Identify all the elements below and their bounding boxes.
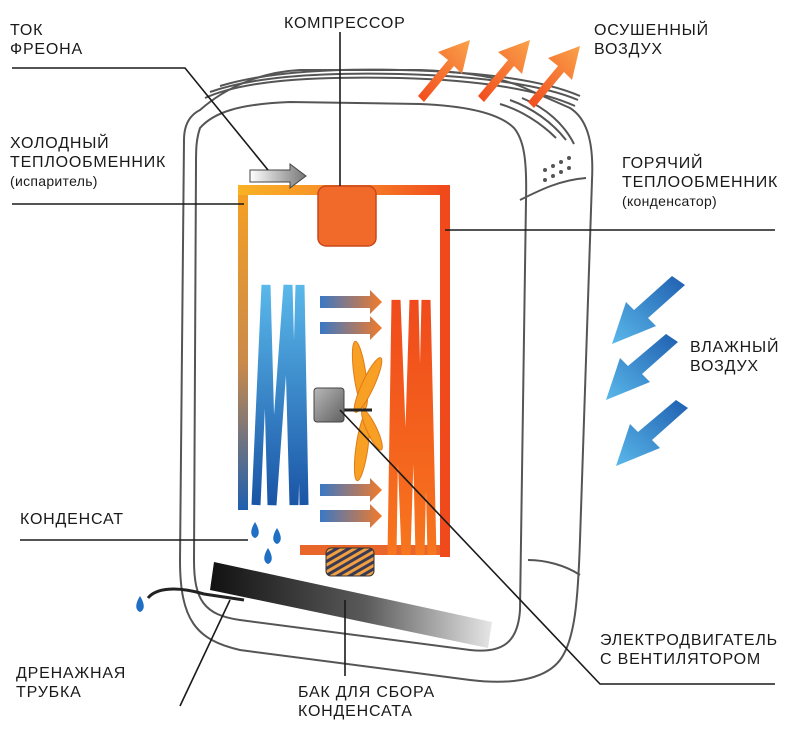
label-dry-air: ОСУШЕННЫЙ ВОЗДУХ xyxy=(594,21,709,59)
label-hot-exchanger-line2: ТЕПЛООБМЕННИК xyxy=(622,174,779,191)
airflow-arrow-icon xyxy=(320,478,382,502)
evaporator-pipe xyxy=(238,185,248,510)
fan-icon xyxy=(351,340,383,482)
label-freon-flow-line1: ТОК xyxy=(10,22,44,39)
condenser-pipe xyxy=(440,185,450,557)
internal-airflow-arrows xyxy=(320,290,382,528)
leader-lines xyxy=(12,32,775,707)
humid-air-arrow-icon xyxy=(606,334,678,400)
label-compressor: КОМПРЕССОР xyxy=(284,14,406,33)
label-drain-tube: ДРЕНАЖНАЯ ТРУБКА xyxy=(16,664,126,702)
compressor-icon xyxy=(317,185,377,247)
label-cold-exchanger-line1: ХОЛОДНЫЙ xyxy=(10,135,110,152)
side-vent-dots xyxy=(543,156,571,182)
water-drop-icon xyxy=(136,596,144,612)
condensate-drops xyxy=(136,522,281,612)
freon-arrow-icon xyxy=(249,163,307,189)
label-hot-exchanger-line1: ГОРЯЧИЙ xyxy=(622,155,704,172)
airflow-arrow-icon xyxy=(320,504,382,528)
label-condensate-tank-line2: КОНДЕНСАТА xyxy=(298,703,413,720)
motor-icon xyxy=(313,387,345,423)
label-dry-air-line2: ВОЗДУХ xyxy=(594,41,663,58)
label-hot-exchanger-line3: (конденсатор) xyxy=(622,193,718,209)
dehumidifier-body xyxy=(178,68,594,683)
label-humid-air-line1: ВЛАЖНЫЙ xyxy=(690,339,780,356)
water-drop-icon xyxy=(251,522,259,538)
label-motor-fan-line2: С ВЕНТИЛЯТОРОМ xyxy=(600,651,762,668)
label-condensate-tank: БАК ДЛЯ СБОРА КОНДЕНСАТА xyxy=(298,683,435,721)
label-freon-flow-line2: ФРЕОНА xyxy=(10,41,83,58)
dry-air-arrow-icon xyxy=(418,40,470,102)
label-cold-exchanger: ХОЛОДНЫЙ ТЕПЛООБМЕННИК (испаритель) xyxy=(10,134,166,191)
label-dry-air-line1: ОСУШЕННЫЙ xyxy=(594,22,709,39)
label-humid-air: ВЛАЖНЫЙ ВОЗДУХ xyxy=(690,338,779,376)
label-condensate-line1: КОНДЕНСАТ xyxy=(20,511,124,528)
cold-exchanger-coil xyxy=(251,284,309,506)
water-drop-icon xyxy=(264,548,272,564)
dry-air-arrows xyxy=(418,40,580,108)
label-motor-fan-line1: ЭЛЕКТРОДВИГАТЕЛЬ xyxy=(600,632,778,649)
humid-air-arrow-icon xyxy=(612,276,685,344)
label-drain-tube-line2: ТРУБКА xyxy=(16,684,82,701)
label-drain-tube-line1: ДРЕНАЖНАЯ xyxy=(16,665,127,682)
dry-air-arrow-icon xyxy=(528,46,580,108)
water-drop-icon xyxy=(273,528,281,544)
humid-air-arrow-icon xyxy=(616,400,688,466)
label-freon-flow: ТОК ФРЕОНА xyxy=(10,21,83,59)
airflow-arrow-icon xyxy=(320,290,382,314)
label-humid-air-line2: ВОЗДУХ xyxy=(690,358,759,375)
label-hot-exchanger: ГОРЯЧИЙ ТЕПЛООБМЕННИК (конденсатор) xyxy=(622,154,778,211)
airflow-arrow-icon xyxy=(320,316,382,340)
label-motor-fan: ЭЛЕКТРОДВИГАТЕЛЬ С ВЕНТИЛЯТОРОМ xyxy=(600,631,778,669)
leader-freon xyxy=(12,67,269,171)
leader-motor xyxy=(339,409,775,685)
condensate-tank xyxy=(210,562,492,648)
humid-air-arrows xyxy=(606,276,688,466)
leader-drain-tube xyxy=(179,599,231,707)
label-compressor-line1: КОМПРЕССОР xyxy=(284,15,406,32)
drying-element xyxy=(325,547,375,577)
dry-air-arrow-icon xyxy=(478,40,530,102)
label-cold-exchanger-line2: ТЕПЛООБМЕННИК xyxy=(10,154,167,171)
label-condensate: КОНДЕНСАТ xyxy=(20,510,124,529)
hot-exchanger-coil xyxy=(387,299,437,556)
drain-tube xyxy=(146,587,245,602)
label-cold-exchanger-line3: (испаритель) xyxy=(10,173,98,189)
label-condensate-tank-line1: БАК ДЛЯ СБОРА xyxy=(298,684,435,701)
